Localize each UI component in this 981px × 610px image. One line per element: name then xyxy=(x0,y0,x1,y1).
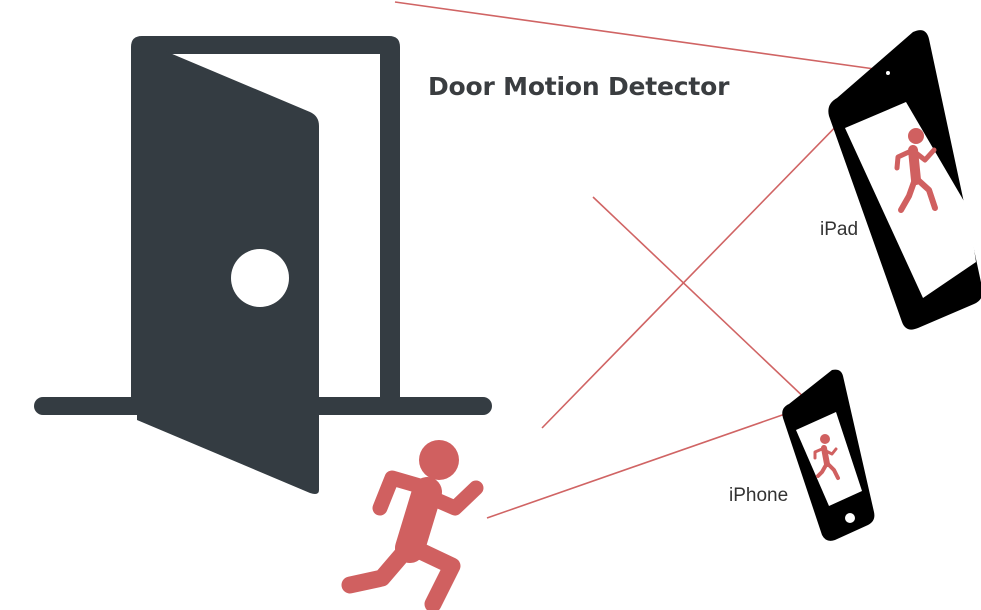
iphone-label: iPhone xyxy=(729,485,789,506)
ipad-runner-icon xyxy=(894,128,938,213)
runner-front-arm xyxy=(424,480,484,516)
runner-front-leg xyxy=(405,539,461,610)
iphone-runner-icon xyxy=(813,434,840,480)
ipad-screen xyxy=(845,102,976,298)
signal-lines xyxy=(394,1,890,519)
ipad-label: iPad xyxy=(820,219,859,240)
iphone-home-button xyxy=(845,513,855,523)
open-door-icon xyxy=(34,36,492,494)
running-person-icon xyxy=(341,440,484,610)
runner-head xyxy=(419,440,459,480)
diagram-title: Door Motion Detector xyxy=(428,72,730,101)
signal-line-runner-to-ipad xyxy=(541,72,889,429)
signal-line-runner-to-iphone xyxy=(486,404,812,519)
runner-torso xyxy=(395,477,442,563)
door-panel xyxy=(137,48,319,494)
door-knob xyxy=(231,249,289,307)
runner-back-arm xyxy=(372,470,431,516)
signal-line-to-iphone xyxy=(592,196,812,405)
ipad-home-button xyxy=(944,259,952,267)
ipad-camera xyxy=(886,71,890,75)
runner-back-leg xyxy=(341,541,415,594)
ipad-icon xyxy=(828,30,981,330)
signal-line-top-to-ipad xyxy=(394,1,890,72)
